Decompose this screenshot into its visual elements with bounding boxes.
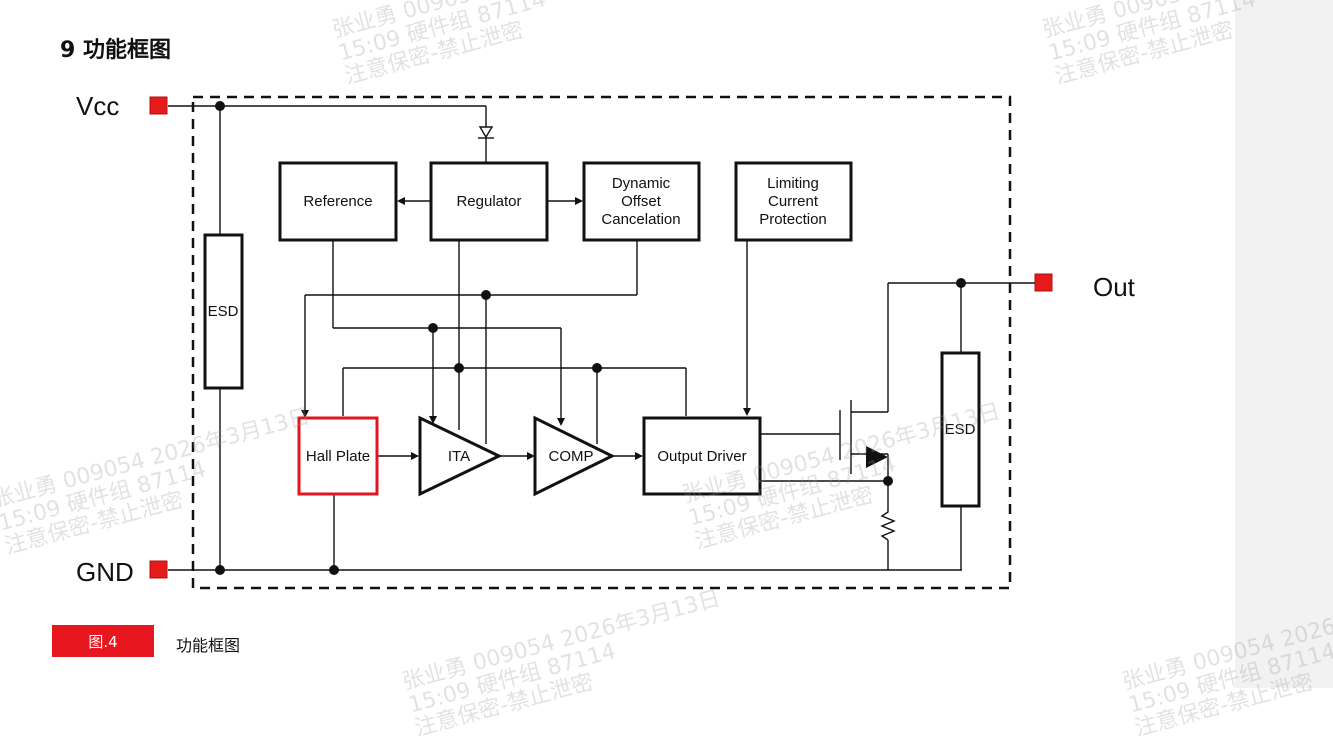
esd-left-label: ESD — [208, 303, 239, 320]
reference-label: Reference — [303, 193, 372, 210]
section-title: 9 功能框图 — [60, 38, 171, 63]
ita-label: ITA — [448, 448, 470, 465]
block-label-line: Reference — [303, 193, 372, 210]
block-label-line: Dynamic — [612, 175, 671, 192]
out-label: Out — [1093, 272, 1136, 302]
junction-dot-icon — [215, 101, 966, 575]
mosfet-icon — [866, 446, 888, 468]
chip-boundary — [191, 95, 1012, 590]
esd-right-block — [940, 351, 981, 508]
hall-plate-block — [297, 416, 379, 496]
comp-label: COMP — [549, 448, 594, 465]
block-label-line: Current — [768, 193, 819, 210]
block-label-line: Offset — [621, 193, 662, 210]
regulator-block — [429, 161, 549, 242]
diode-icon — [478, 126, 494, 139]
reference-block — [278, 161, 398, 242]
block-label-line: ESD — [208, 303, 239, 320]
block-label-line: Limiting — [767, 175, 819, 192]
block-label-line: ESD — [945, 421, 976, 438]
regulator-label: Regulator — [456, 193, 521, 210]
resistor-icon — [880, 506, 896, 541]
figure-number-tag: 图.4 — [52, 625, 154, 657]
limiting-current-block — [734, 161, 853, 242]
ita-amplifier — [418, 415, 503, 497]
output-driver-label: Output Driver — [657, 448, 746, 465]
block-label-line: Output Driver — [657, 448, 746, 465]
comp-comparator — [533, 415, 616, 497]
figure-caption: 功能框图 — [176, 636, 241, 655]
block-label-line: Protection — [759, 211, 827, 228]
arrowheads — [301, 197, 751, 460]
dynamic-offset-block — [582, 161, 701, 242]
block-label-line: COMP — [549, 448, 594, 465]
block-label-line: ITA — [448, 448, 470, 465]
hall-plate-label: Hall Plate — [306, 448, 370, 465]
page-margin — [1235, 0, 1333, 688]
gnd-pin[interactable] — [149, 560, 168, 579]
block-label-line: Hall Plate — [306, 448, 370, 465]
vcc-pin[interactable] — [149, 96, 168, 115]
out-pin[interactable] — [1034, 273, 1053, 292]
esd-left-block — [203, 233, 244, 390]
block-label-line: Cancelation — [601, 211, 680, 228]
vcc-label: Vcc — [76, 91, 119, 121]
esd-right-label: ESD — [945, 421, 976, 438]
output-driver-block — [642, 416, 762, 496]
block-label-line: Regulator — [456, 193, 521, 210]
gnd-label: GND — [76, 557, 134, 587]
